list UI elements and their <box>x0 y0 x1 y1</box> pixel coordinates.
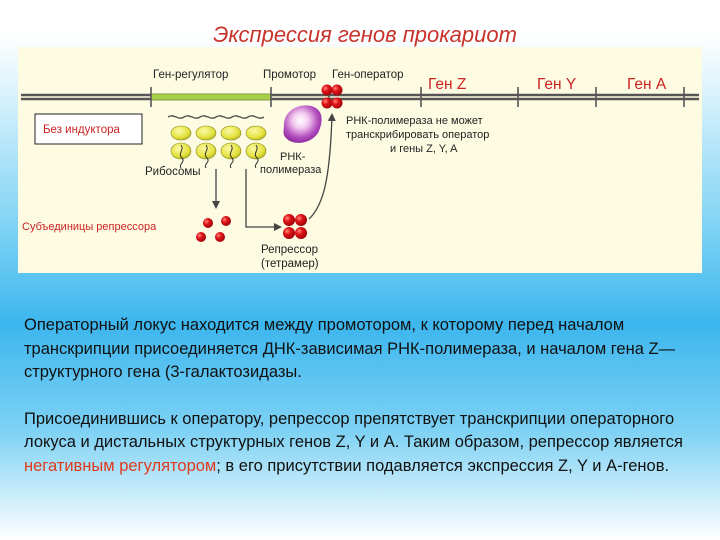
rna-polymerase-blob <box>283 105 322 143</box>
label-gene-a: Ген A <box>627 76 667 93</box>
rna-polymerase-label-2: полимераза <box>260 164 322 176</box>
dna-strand <box>21 87 699 107</box>
label-operator: Ген-оператор <box>332 69 404 81</box>
page-title: Экспрессия генов прокариот <box>213 22 517 47</box>
ribosome-4 <box>245 125 267 169</box>
paragraph-1: Операторный локус находится между промот… <box>24 316 676 381</box>
no-inducer-label: Без индуктора <box>43 124 120 136</box>
label-gene-y: Ген Y <box>537 76 576 93</box>
rna-polymerase-label-1: РНК- <box>280 151 306 163</box>
ribosomes-label: Рибосомы <box>145 166 201 178</box>
repressor-subunits <box>196 216 231 242</box>
subunits-label: Субъединицы репрессора <box>22 221 157 233</box>
negative-regulator-highlight: негативным регулятором <box>24 456 217 475</box>
operon-diagram: Ген-регулятор Промотор Ген-оператор Ген … <box>18 47 702 273</box>
rnap-blocked-line-2: транскрибировать оператор <box>346 129 489 141</box>
ribosomes-group <box>170 125 267 169</box>
label-promoter: Промотор <box>263 69 316 81</box>
rnap-blocked-line-1: РНК-полимераза не может <box>346 115 483 127</box>
paragraph-2: Присоединившись к оператору, репрессор п… <box>24 408 704 479</box>
repressor-tetramer <box>283 214 307 239</box>
explanation-text: Операторный локус находится между промот… <box>24 314 704 478</box>
operon-diagram-svg: Ген-регулятор Промотор Ген-оператор Ген … <box>21 69 699 270</box>
no-inducer-box <box>34 113 143 145</box>
repressor-bound-on-operator <box>321 84 343 109</box>
ribosome-1 <box>170 125 192 169</box>
arrow-repressor-to-operator <box>308 113 336 220</box>
repressor-label-1: Репрессор <box>261 244 318 256</box>
rnap-blocked-line-3: и гены Z, Y, A <box>390 143 458 155</box>
arrow-to-repressor <box>245 169 282 231</box>
ribosome-3 <box>220 125 242 169</box>
paragraph-2-end: ; в его присутствии подавляется экспресс… <box>216 456 670 475</box>
paragraph-2-start: Присоединившись к оператору, репрессор п… <box>24 409 683 452</box>
ribosome-2 <box>195 125 217 169</box>
regulator-gene-segment <box>150 93 272 101</box>
label-regulator: Ген-регулятор <box>153 69 228 81</box>
mrna-strand <box>167 115 265 119</box>
label-gene-z: Ген Z <box>428 76 466 93</box>
repressor-label-2: (тетрамер) <box>261 258 319 270</box>
